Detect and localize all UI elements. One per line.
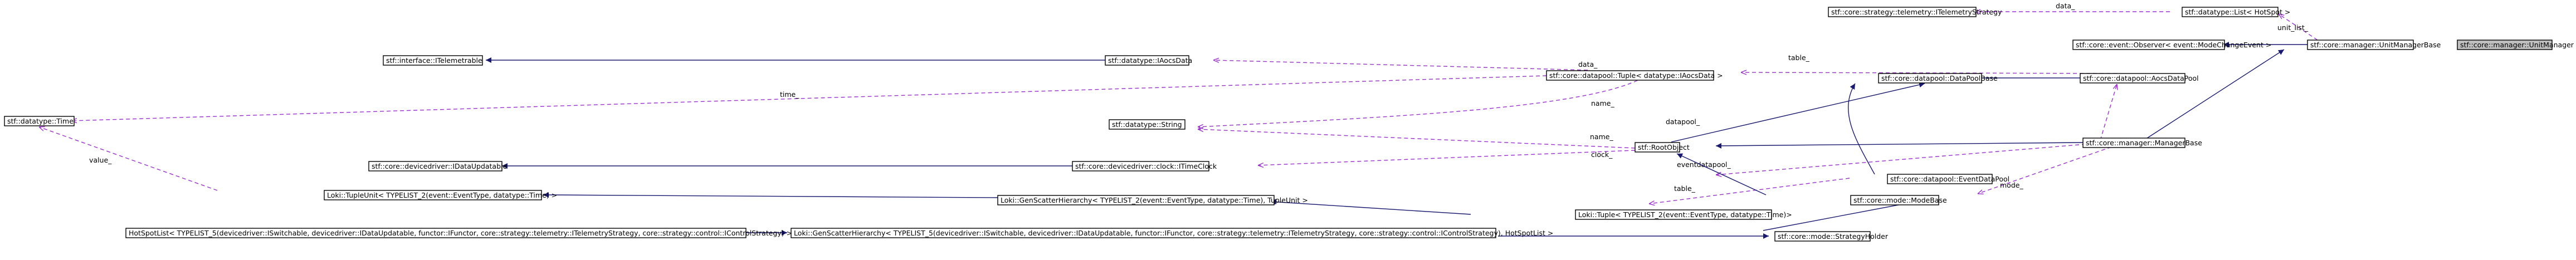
edge-string-to-tuple: name_ [1198,77,1644,127]
nodes: stf::core::manager::UnitManager stf::cor… [4,7,2574,242]
class-time[interactable]: stf::datatype::Time [4,116,75,126]
svg-text:stf::core::mode::StrategyHolde: stf::core::mode::StrategyHolder [1778,232,1889,241]
svg-text:stf::core::manager::UnitManage: stf::core::manager::UnitManagerBase [2310,41,2441,49]
svg-text:Loki::GenScatterHierarchy< TYP: Loki::GenScatterHierarchy< TYPELIST_2(ev… [1001,196,1308,204]
svg-text:stf::RootObject: stf::RootObject [1638,143,1690,151]
class-list-hotspot[interactable]: stf::datatype::List< HotSpot > [2182,7,2290,17]
svg-text:stf::core::strategy::telemetry: stf::core::strategy::telemetry::ITelemet… [1831,8,2002,16]
svg-text:stf::core::datapool::EventData: stf::core::datapool::EventDataPool [1890,175,2009,183]
svg-text:stf::core::event::Observer< ev: stf::core::event::Observer< event::ModeC… [2076,41,2271,49]
edge-label-value: value_ [89,156,112,164]
edge-eventdatapool-to-managerbase: eventdatapool_ [1677,144,2086,175]
edge-strategyholder-to-modebase [1763,199,1917,231]
svg-text:stf::core::devicedriver::IData: stf::core::devicedriver::IDataUpdatable [372,162,508,170]
class-hotspotlist[interactable]: HotSpotList< TYPELIST_5(devicedriver::IS… [125,228,792,238]
class-strategyholder[interactable]: stf::core::mode::StrategyHolder [1774,231,1889,242]
edge-label-mode: mode_ [2000,181,2023,189]
edge-tupleunit-to-genscatter2 [543,192,998,198]
edge-label-name-tuple: name_ [1591,99,1614,107]
svg-text:stf::interface::ITelemetrable: stf::interface::ITelemetrable [386,56,482,65]
svg-text:stf::datatype::String: stf::datatype::String [1112,120,1182,129]
edge-label-name-root: name_ [1590,133,1613,141]
edge-label-clock: clock_ [1591,150,1613,159]
edge-time-to-tuple: time_ [71,75,1547,121]
svg-text:stf::core::devicedriver::clock: stf::core::devicedriver::clock::ITimeClo… [1075,162,1217,170]
edge-lokituple-to-eventdatapool: table_ [1649,178,1850,204]
edge-label-datapool: datapool_ [1666,117,1700,126]
class-modebase[interactable]: stf::core::mode::ModeBase [1850,195,1947,205]
class-tupleunit[interactable]: Loki::TupleUnit< TYPELIST_2(event::Event… [324,190,557,200]
svg-text:stf::datatype::IAocsData: stf::datatype::IAocsData [1108,56,1192,65]
edge-string-to-rootobject: name_ [1198,129,1636,149]
class-managerbase[interactable]: stf::core::manager::ManagerBase [2082,138,2202,148]
edge-iaocsdata-to-tuple: data_ [1213,60,1598,71]
edge-modebase-to-managerbase: mode_ [1978,146,2112,194]
svg-text:Loki::GenScatterHierarchy< TYP: Loki::GenScatterHierarchy< TYPELIST_5(de… [794,229,1553,237]
svg-text:stf::datatype::Time: stf::datatype::Time [7,117,74,125]
svg-text:HotSpotList< TYPELIST_5(device: HotSpotList< TYPELIST_5(devicedriver::IS… [129,229,792,237]
class-loki-tuple[interactable]: Loki::Tuple< TYPELIST_2(event::EventType… [1575,209,1792,220]
edge-itimeclock-to-rootobject: clock_ [1258,150,1636,165]
edge-label-table-event: table_ [1674,184,1696,193]
edge-managerbase-to-unitmanagerbase [2143,49,2285,141]
edge-aocsdatapool-to-managerbase: datapool_ [1666,84,2117,141]
edges: unit_list_ data_ datapool_ eventdatapool… [39,2,2550,239]
edge-rootobject-to-modebase [1676,153,1767,195]
class-string[interactable]: stf::datatype::String [1109,119,1185,130]
svg-text:stf::core::datapool::Tuple< da: stf::core::datapool::Tuple< datatype::IA… [1549,71,1723,80]
class-itelemetrable[interactable]: stf::interface::ITelemetrable [383,55,483,66]
class-itimeclock[interactable]: stf::core::devicedriver::clock::ITimeClo… [1072,161,1217,171]
edge-rootobject-to-datapoolbase [1671,82,1925,143]
class-genscatterhierarchy-typelist2[interactable]: Loki::GenScatterHierarchy< TYPELIST_2(ev… [997,195,1308,205]
class-eventdatapool[interactable]: stf::core::datapool::EventDataPool [1887,174,2009,184]
edge-telemetry-to-list-hotspot: data_ [1975,2,2170,12]
edge-time-to-tupleunit: value_ [39,127,218,191]
edge-tuple-to-aocsdatapool: table_ [1741,53,2118,73]
edge-list-hotspot-to-unitmanagerbase: unit_list_ [2277,14,2318,41]
svg-text:Loki::TupleUnit< TYPELIST_2(ev: Loki::TupleUnit< TYPELIST_2(event::Event… [327,191,557,199]
svg-text:Loki::Tuple< TYPELIST_2(event:: Loki::Tuple< TYPELIST_2(event::EventType… [1578,210,1792,219]
edge-label-eventdatapool: eventdatapool_ [1677,160,1731,169]
edge-genscatter2-to-lokituple [1270,199,1471,215]
edge-label-table-aocs: table_ [1788,53,1810,62]
edge-rootobject-to-managerbase [1715,142,2084,149]
edge-datapoolbase-to-eventdatapool [1847,83,1875,175]
svg-text:stf::core::mode::ModeBase: stf::core::mode::ModeBase [1853,196,1947,204]
class-datapoolbase[interactable]: stf::core::datapool::DataPoolBase [1878,73,1998,84]
class-tuple-iaocsdata[interactable]: stf::core::datapool::Tuple< datatype::IA… [1546,70,1723,81]
class-iaocsdata[interactable]: stf::datatype::IAocsData [1105,55,1192,66]
class-unitmanager[interactable]: stf::core::manager::UnitManager [2457,40,2574,50]
svg-text:stf::core::datapool::DataPoolB: stf::core::datapool::DataPoolBase [1881,74,1998,82]
edge-label-data: data_ [2056,2,2075,10]
svg-text:stf::core::datapool::AocsDataP: stf::core::datapool::AocsDataPool [2083,74,2199,82]
class-itelemetrystrategy[interactable]: stf::core::strategy::telemetry::ITelemet… [1828,7,2002,17]
class-rootobject[interactable]: stf::RootObject [1635,142,1690,153]
class-genscatterhierarchy-typelist5[interactable]: Loki::GenScatterHierarchy< TYPELIST_5(de… [791,228,1553,238]
svg-text:stf::datatype::List< HotSpot >: stf::datatype::List< HotSpot > [2185,8,2290,16]
svg-text:stf::core::manager::UnitManage: stf::core::manager::UnitManager [2460,41,2574,49]
class-unitmanagerbase[interactable]: stf::core::manager::UnitManagerBase [2307,40,2441,50]
class-aocsdatapool[interactable]: stf::core::datapool::AocsDataPool [2080,73,2199,84]
edge-label-unit-list: unit_list_ [2277,23,2309,32]
class-observer-modechangeevent[interactable]: stf::core::event::Observer< event::ModeC… [2072,40,2271,50]
class-idataupdatable[interactable]: stf::core::devicedriver::IDataUpdatable [368,161,508,171]
svg-text:stf::core::manager::ManagerBas: stf::core::manager::ManagerBase [2086,139,2202,147]
edge-label-time: time_ [780,90,799,99]
edge-label-data-aocs: data_ [1578,60,1598,68]
